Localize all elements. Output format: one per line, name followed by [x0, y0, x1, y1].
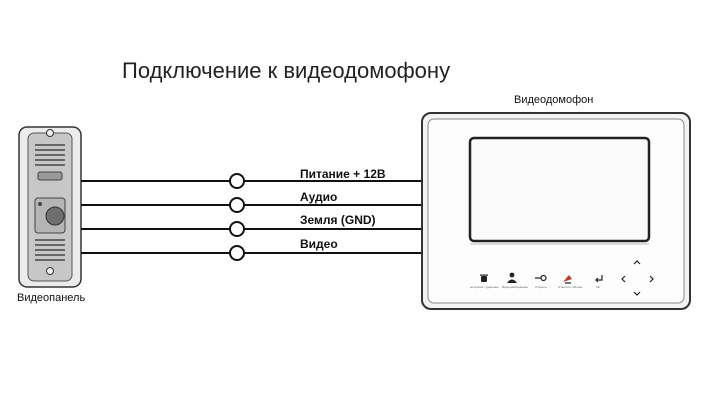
handset-icon	[563, 275, 572, 284]
trash-icon	[480, 274, 488, 282]
wire-video	[81, 245, 425, 261]
video-panel	[18, 126, 82, 288]
button-label-answer: Ответить / Вызов	[558, 285, 583, 289]
monitor-caption: Видеодомофон	[514, 94, 594, 106]
call-button-icon	[45, 206, 65, 226]
diagram-title: Подключение к видеодомофону	[122, 58, 451, 83]
wire-audio	[81, 197, 425, 213]
key-icon	[535, 274, 547, 282]
wire-label-audio: Аудио	[300, 190, 338, 204]
camera-lens-icon	[38, 202, 42, 206]
connector-video-icon	[229, 245, 245, 261]
top-screw-icon	[46, 129, 54, 137]
monitor-screen	[468, 136, 651, 243]
right-arrow-icon	[649, 275, 654, 283]
bottom-screw-icon	[46, 267, 54, 275]
wire-label-ground: Земля (GND)	[300, 213, 376, 227]
video-panel-caption: Видеопанель	[17, 292, 86, 304]
wire-ground	[81, 221, 425, 237]
speaker-grille-top	[35, 144, 65, 166]
nameplate	[37, 171, 63, 181]
button-label-intercom: интерком / удаление	[470, 285, 499, 289]
left-arrow-icon	[621, 275, 626, 283]
connector-audio-icon	[229, 197, 245, 213]
down-arrow-icon	[633, 291, 641, 296]
wire-power	[81, 173, 425, 189]
button-label-surveillance: Видеонаблюдение	[502, 285, 529, 289]
wire-label-video: Видео	[300, 237, 338, 251]
navigation-pad	[621, 260, 654, 296]
up-arrow-icon	[633, 260, 641, 265]
connector-ground-icon	[229, 221, 245, 237]
wire-label-power: Питание + 12В	[300, 167, 386, 181]
connector-power-icon	[229, 173, 245, 189]
user-icon	[507, 272, 517, 283]
speaker-grille-bottom	[35, 239, 65, 261]
button-label-open: Открыть	[535, 285, 547, 289]
button-label-ok: Ok	[596, 285, 600, 289]
return-icon	[595, 275, 603, 283]
intercom-monitor	[421, 112, 691, 310]
